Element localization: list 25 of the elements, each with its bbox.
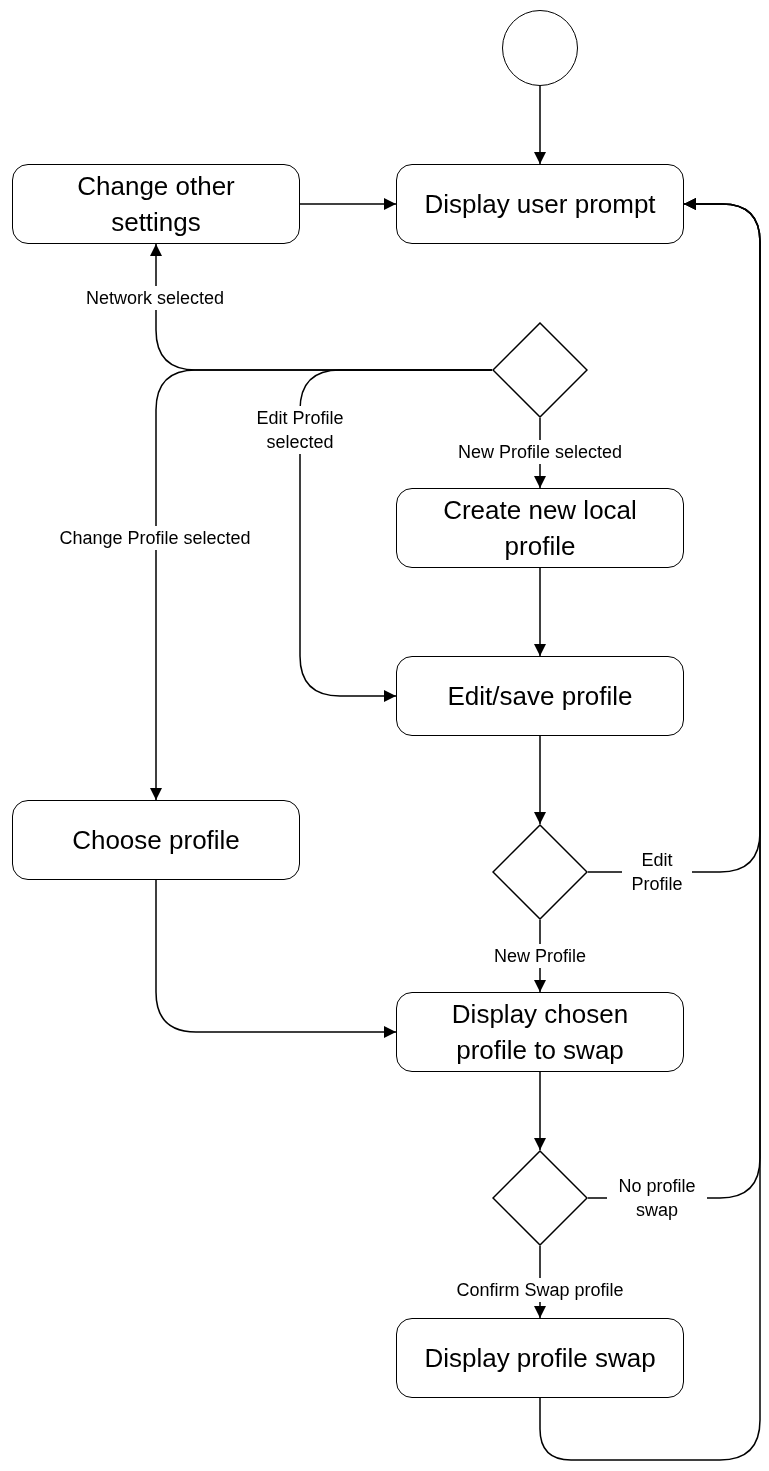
node-label: Create new local profile (442, 494, 638, 563)
arrow (534, 1071, 546, 1151)
decision-diamond (492, 322, 588, 418)
node-label: Display chosen profile to swap (450, 998, 630, 1067)
arrow (534, 735, 546, 825)
process-box (396, 656, 684, 736)
node-label: Display user prompt (424, 188, 656, 221)
process-box (12, 164, 300, 244)
process-box (396, 488, 684, 568)
node-label: Display profile swap (424, 1342, 656, 1375)
arrow (534, 567, 546, 657)
arrow (534, 85, 546, 165)
node-label: Change other settings (76, 170, 236, 239)
arrow (539, 198, 761, 1461)
decision-diamond (492, 824, 588, 920)
arrow (150, 369, 493, 801)
arrow (299, 198, 397, 210)
node-label: Choose profile (72, 824, 240, 857)
process-box (12, 800, 300, 880)
decision-diamond (492, 1150, 588, 1246)
arrow (155, 879, 397, 1038)
process-box (396, 1318, 684, 1398)
process-box (396, 164, 684, 244)
node-label: Edit/save profile (447, 680, 633, 713)
process-box (396, 992, 684, 1072)
